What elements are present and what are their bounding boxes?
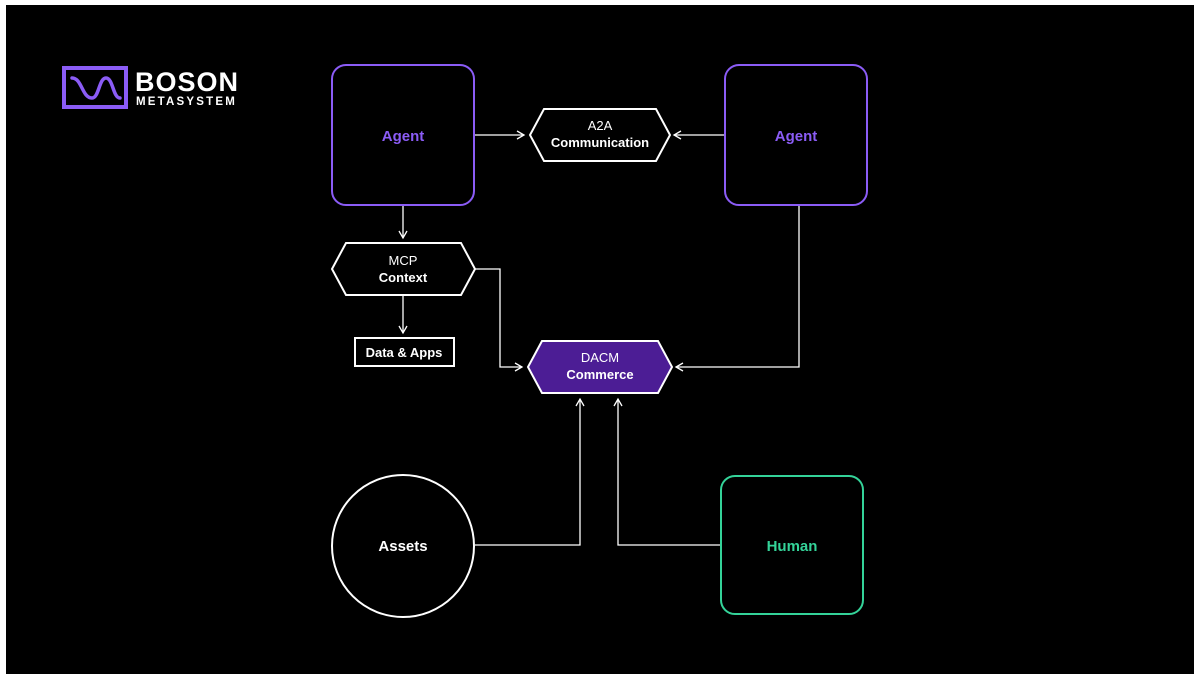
boson-logo-icon (62, 66, 128, 109)
diagram-canvas: BOSON METASYSTEM Agent Agent A2A Communi… (6, 5, 1194, 674)
dacm-line1: DACM (581, 350, 619, 365)
connectors (398, 130, 800, 546)
agent-node-right: Agent (724, 64, 868, 206)
human-node: Human (720, 475, 864, 615)
mcp-context-node: MCP Context (330, 242, 477, 296)
mcp-line2: Context (379, 270, 428, 285)
mcp-line1: MCP (389, 253, 418, 268)
connector-human-to-dacm (613, 397, 720, 546)
logo-wordmark: BOSON (135, 67, 239, 97)
human-label: Human (767, 538, 818, 555)
a2a-line2: Communication (551, 135, 649, 150)
dacm-commerce-node: DACM Commerce (526, 340, 674, 394)
connector-agent-right-to-dacm (674, 205, 800, 372)
agent-right-label: Agent (775, 128, 818, 145)
logo: BOSON METASYSTEM (62, 66, 239, 109)
agent-left-label: Agent (382, 128, 425, 145)
logo-subtitle: METASYSTEM (136, 96, 237, 108)
connector-mcp-to-dacm (475, 268, 524, 372)
diagram-svg: BOSON METASYSTEM Agent Agent A2A Communi… (62, 64, 868, 618)
assets-label: Assets (378, 538, 427, 555)
a2a-line1: A2A (588, 118, 613, 133)
a2a-communication-node: A2A Communication (528, 108, 672, 162)
data-apps-node: Data & Apps (354, 337, 455, 367)
assets-node: Assets (331, 474, 475, 618)
dacm-line2: Commerce (566, 367, 633, 382)
connector-assets-to-dacm (475, 397, 585, 546)
agent-node-left: Agent (331, 64, 475, 206)
data-apps-label: Data & Apps (366, 345, 443, 360)
